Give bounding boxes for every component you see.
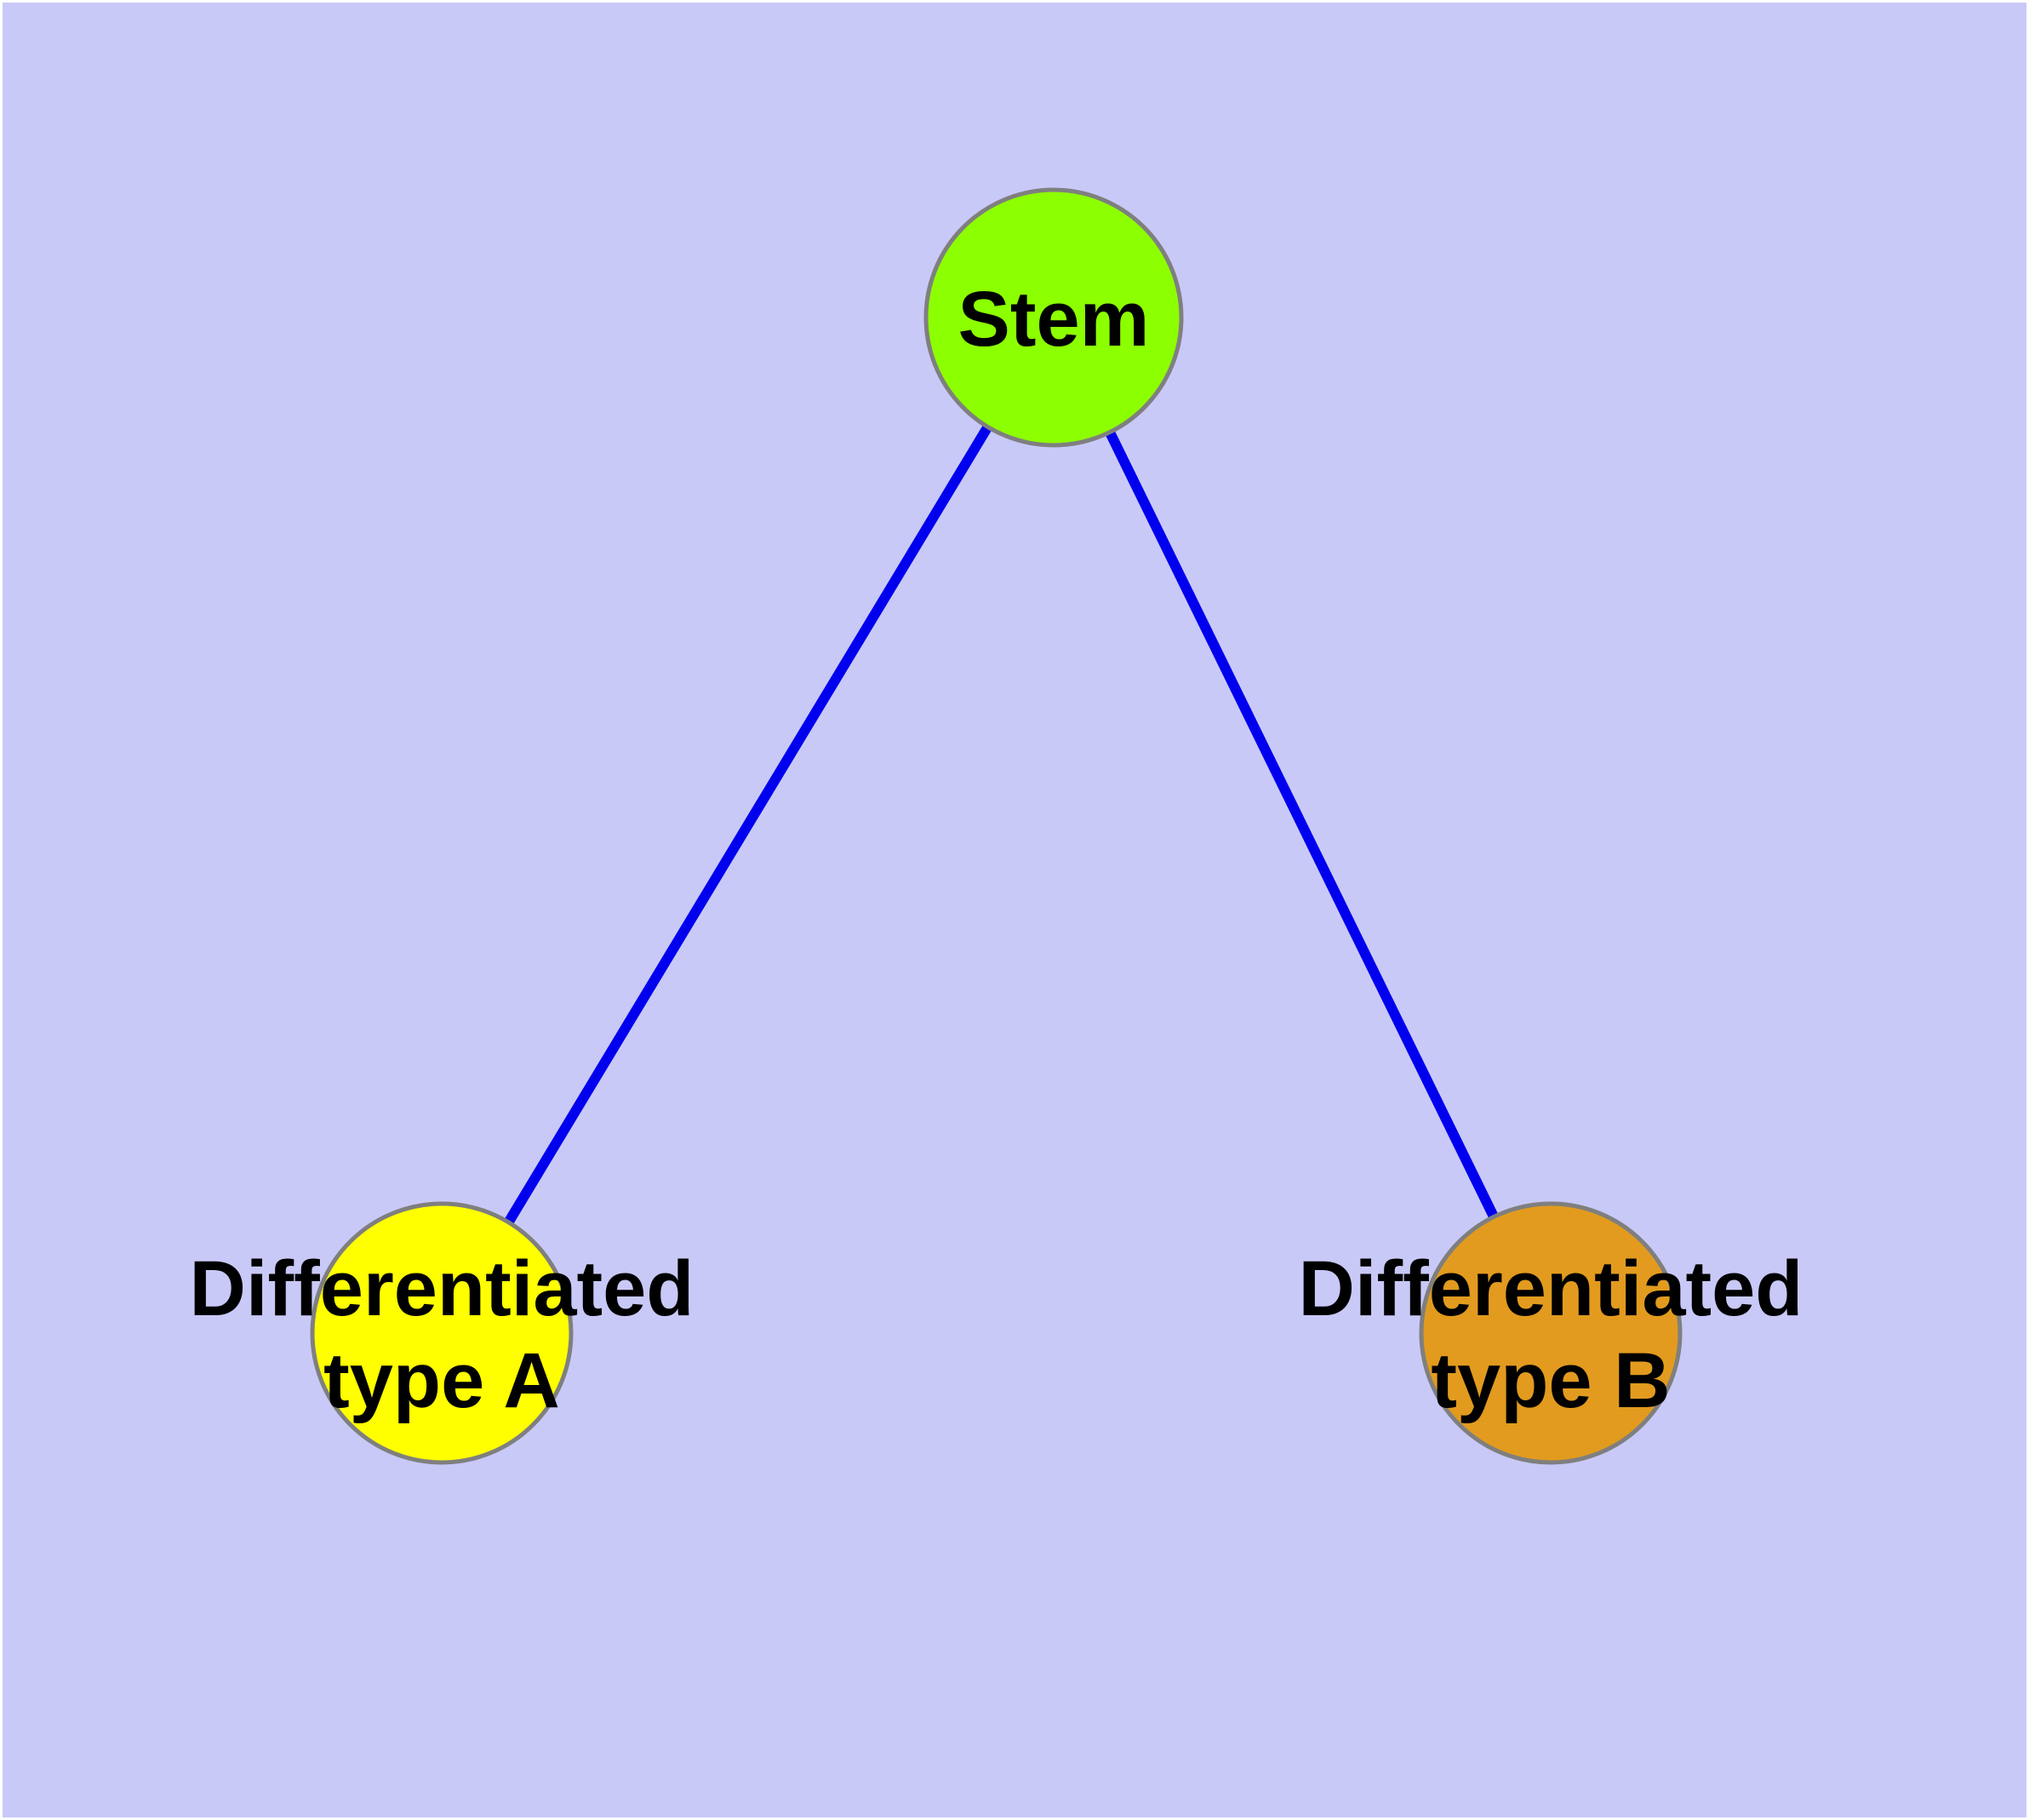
node-type-a-label-line1: Differentiated xyxy=(190,1245,694,1332)
node-differentiated-type-b xyxy=(1419,1201,1683,1465)
node-type-a-label-line2: type A xyxy=(323,1337,560,1424)
node-type-b-label-line2: type B xyxy=(1431,1337,1670,1424)
edge-stem-to-type-b xyxy=(1049,315,1556,1336)
node-differentiated-type-a xyxy=(310,1201,574,1465)
edge-stem-to-type-a xyxy=(437,314,1059,1336)
node-stem xyxy=(923,187,1184,448)
node-stem-label: Stem xyxy=(958,276,1150,363)
node-type-b-label-line1: Differentiated xyxy=(1299,1245,1803,1332)
